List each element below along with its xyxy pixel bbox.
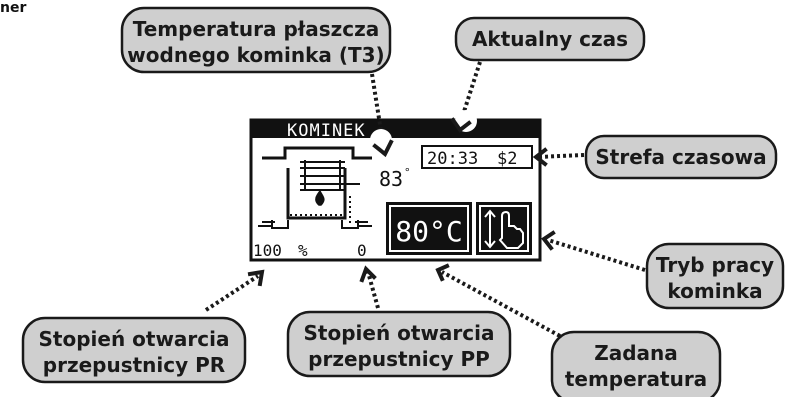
time-zone-value: $2 — [497, 149, 517, 169]
arrow-set-temp — [435, 263, 561, 338]
arrow-mode — [541, 230, 646, 272]
svg-text:temperatura: temperatura — [565, 367, 707, 391]
svg-text:Stopień otwarcia: Stopień otwarcia — [304, 321, 495, 345]
svg-text:kominka: kominka — [667, 279, 762, 303]
callout-water-jacket: Temperatura płaszcza wodnego kominka (T3… — [120, 6, 392, 74]
svg-text:Tryb pracy: Tryb pracy — [656, 253, 774, 277]
pr-value: 100 — [253, 241, 282, 260]
callout-mode: Tryb pracy kominka — [645, 242, 785, 310]
arrow-time-zone — [532, 147, 585, 167]
callout-set-temp: Zadana temperatura — [550, 330, 722, 397]
svg-text:przepustnicy PR: przepustnicy PR — [43, 353, 225, 377]
top-left-fragment: ner — [0, 0, 26, 16]
manual-mode-icon — [484, 209, 524, 249]
lcd-display: KOMINEK 83 ° 20:33 $2 80°C — [249, 118, 542, 262]
pp-value: 0 — [357, 241, 367, 260]
percent-symbol: % — [298, 241, 308, 260]
arrow-water-jacket — [370, 73, 394, 158]
mode-box — [476, 202, 532, 255]
svg-text:Strefa czasowa: Strefa czasowa — [595, 145, 766, 169]
callout-pr: Stopień otwarcia przepustnicy PR — [21, 316, 247, 384]
arrow-pr — [204, 269, 265, 312]
callout-pp: Stopień otwarcia przepustnicy PP — [286, 310, 512, 378]
set-temperature: 80°C — [395, 215, 462, 248]
water-jacket-temp: 83 — [379, 167, 403, 191]
arrow-current-time — [450, 61, 482, 133]
svg-text:przepustnicy PP: przepustnicy PP — [308, 347, 490, 371]
clock-box — [421, 145, 533, 169]
callout-time-zone: Strefa czasowa — [584, 134, 778, 180]
svg-text:Zadana: Zadana — [594, 341, 678, 365]
svg-text:Temperatura płaszcza: Temperatura płaszcza — [133, 17, 380, 41]
fireplace-icon — [258, 146, 372, 229]
flame-icon — [315, 189, 325, 206]
callout-current-time: Aktualny czas — [454, 16, 646, 62]
clock-time: 20:33 — [427, 149, 478, 169]
svg-text:Stopień otwarcia: Stopień otwarcia — [39, 327, 230, 351]
arrow-pp — [359, 265, 380, 309]
degree-mark: ° — [404, 166, 411, 179]
set-temp-box — [386, 202, 472, 255]
svg-text:Aktualny czas: Aktualny czas — [472, 27, 628, 51]
lcd-title: KOMINEK — [287, 121, 366, 141]
svg-text:wodnego kominka (T3): wodnego kominka (T3) — [127, 43, 384, 67]
